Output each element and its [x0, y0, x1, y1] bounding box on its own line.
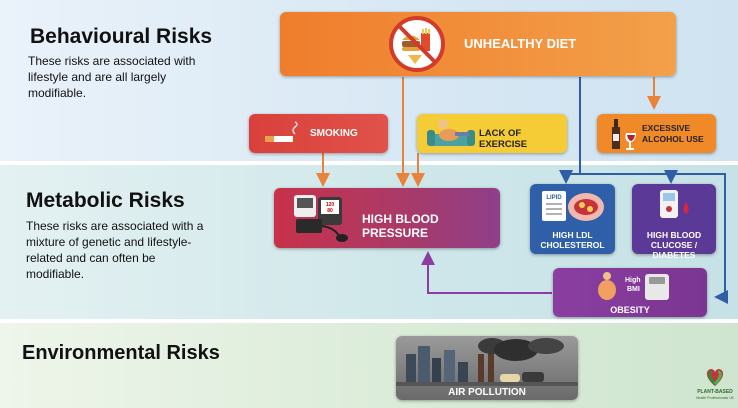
obesity-box: High BMI OBESITY — [553, 268, 707, 317]
ldl-label-line2: CHOLESTEROL — [540, 240, 605, 250]
alcohol-label-line1: EXCESSIVE — [642, 123, 691, 133]
plant-based-logo: PLANT-BASED Health Professionals UK — [694, 366, 736, 406]
couch-person-icon — [427, 119, 475, 146]
blood-pressure-monitor-icon: 120 80 — [294, 195, 348, 242]
alcohol-box: EXCESSIVE ALCOHOL USE — [597, 114, 716, 153]
bmi-high-text: High — [625, 277, 641, 284]
metabolic-risks-heading: Metabolic Risks — [26, 189, 185, 212]
lack-of-exercise-label: LACK OF EXERCISE — [479, 128, 528, 150]
air-pollution-box: AIR POLLUTION — [396, 336, 578, 400]
lack-of-exercise-box: LACK OF EXERCISE — [417, 114, 567, 153]
glucose-meter-icon — [660, 190, 689, 218]
high-blood-pressure-box: 120 80 HIGH BLOOD PRESSURE — [274, 188, 500, 248]
logo-line1: PLANT-BASED — [697, 389, 733, 395]
arrow-diet-to-glucose — [580, 170, 678, 184]
high-blood-glucose-box: HIGH BLOOD CLUCOSE / DIABETES — [632, 184, 716, 260]
obesity-label: OBESITY — [610, 305, 650, 315]
glucose-label-line2: CLUCOSE / DIABETES — [650, 240, 698, 260]
environmental-risks-heading: Environmental Risks — [22, 342, 220, 364]
behavioural-risks-description: These risks are associated with lifestyl… — [28, 54, 196, 100]
city-pollution-icon — [396, 338, 578, 386]
smoking-label: SMOKING — [310, 128, 358, 139]
arrow-diet-to-obesity — [671, 173, 728, 304]
bp-reading-diastolic: 80 — [327, 208, 333, 214]
cigarette-icon — [265, 121, 298, 142]
smoking-box: SMOKING — [249, 114, 388, 153]
glucose-label-line1: HIGH BLOOD — [646, 230, 702, 240]
scale-person-icon: High BMI — [598, 272, 669, 300]
arrow-obesity-to-bp — [421, 251, 552, 294]
ldl-label-line1: HIGH LDL — [552, 230, 593, 240]
band-divider — [0, 319, 738, 323]
bmi-text: BMI — [627, 286, 640, 293]
air-pollution-label: AIR POLLUTION — [448, 387, 526, 398]
environmental-band — [0, 323, 738, 408]
arrow-diet-to-ldl — [559, 77, 581, 184]
unhealthy-diet-label: UNHEALTHY DIET — [464, 36, 577, 51]
leaf-heart-icon — [706, 369, 724, 386]
band-divider — [0, 161, 738, 165]
high-blood-pressure-label: HIGH BLOOD PRESSURE — [362, 212, 439, 240]
lipid-test-icon: LIPID — [542, 191, 604, 221]
logo-line2: Health Professionals UK — [696, 396, 734, 400]
bp-reading-systolic: 120 — [326, 202, 335, 208]
lipid-label: LIPID — [546, 195, 562, 201]
no-junk-food-icon — [389, 16, 445, 72]
metabolic-risks-description: These risks are associated with a mixtur… — [26, 219, 204, 281]
behavioural-risks-heading: Behavioural Risks — [30, 25, 213, 48]
alcohol-label-line2: ALCOHOL USE — [642, 134, 704, 144]
wine-bottle-icon — [612, 119, 636, 150]
unhealthy-diet-box: UNHEALTHY DIET — [280, 12, 676, 76]
high-ldl-cholesterol-box: LIPID HIGH LDL CHOLESTEROL — [530, 184, 615, 254]
